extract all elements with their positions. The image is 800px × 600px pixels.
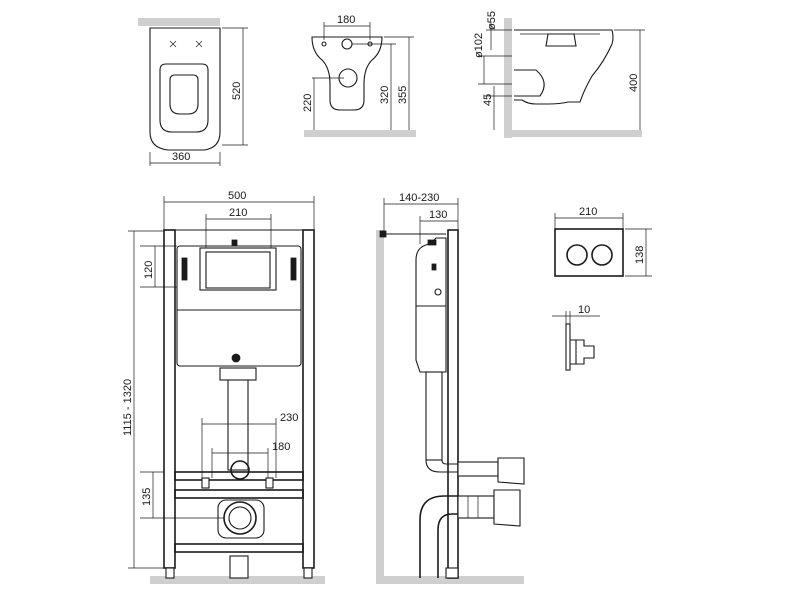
frame-upright-left <box>163 229 176 569</box>
side-drain-elbow <box>419 495 458 578</box>
dim-side-130: 130 <box>429 209 447 221</box>
bowl-front-view: 180 220 320 355 <box>302 14 416 137</box>
crossbar-upper <box>174 471 304 481</box>
cistern <box>176 245 302 367</box>
bowl-side-view: ø55 ø102 45 400 <box>473 11 645 138</box>
floor-hatch <box>304 130 416 137</box>
dim-front-h355: 355 <box>397 86 409 104</box>
dim-side-d102: ø102 <box>473 33 485 58</box>
drain-bracket <box>217 499 265 539</box>
bolt-hole-left <box>321 41 327 47</box>
dim-side-400: 400 <box>628 74 640 92</box>
dim-frame-width: 500 <box>228 190 246 202</box>
fixing-holes <box>169 40 203 48</box>
dim-side-45: 45 <box>482 94 494 106</box>
bolt-right <box>265 477 274 489</box>
dim-side-d55: ø55 <box>486 11 498 30</box>
dim-bowl-length: 520 <box>231 82 243 100</box>
seat-outline <box>159 63 209 133</box>
valve-top <box>231 239 238 247</box>
dim-tank-top: 120 <box>143 261 155 279</box>
flush-inlet <box>341 38 353 50</box>
floor-hatch <box>150 576 325 584</box>
service-opening <box>199 247 277 291</box>
side-flush-pipe <box>425 371 443 461</box>
flush-plate-front: 210 138 <box>554 206 652 277</box>
dim-plate-width: 210 <box>579 206 597 218</box>
flush-plate-side: 10 <box>552 304 600 371</box>
drain-pipe-inner <box>228 506 252 530</box>
bolt-left <box>201 477 210 489</box>
bowl-outline <box>149 27 221 151</box>
frame-upright-right <box>302 229 315 569</box>
dim-bolt-outer: 230 <box>280 412 298 424</box>
dim-side-depth: 140-230 <box>399 192 439 204</box>
dim-front-width: 180 <box>337 14 355 26</box>
dim-front-h220: 220 <box>302 94 314 112</box>
crossbar-lower <box>174 489 304 499</box>
wall-hatch <box>376 230 384 584</box>
flush-connector-side <box>457 461 499 477</box>
dim-tank-width: 210 <box>229 207 247 219</box>
service-opening-inner <box>205 251 271 289</box>
frame-front-view: 500 210 1115 - 1320 120 230 180 135 <box>122 190 325 584</box>
dim-bowl-width: 360 <box>172 151 190 163</box>
floor-hatch <box>504 130 642 137</box>
flush-button-large <box>591 244 613 266</box>
plate-side-profile <box>565 323 571 371</box>
side-cistern <box>415 237 447 373</box>
dim-plate-depth: 10 <box>578 304 590 316</box>
dim-drain-135: 135 <box>141 488 153 506</box>
dim-frame-height: 1115 - 1320 <box>122 379 134 436</box>
foot-right <box>303 567 313 579</box>
wall-hatch <box>138 18 220 26</box>
pipe-collar <box>219 367 257 381</box>
drain-foot <box>229 555 249 579</box>
flush-plate <box>554 228 624 277</box>
wall-hatch <box>504 18 512 138</box>
dim-front-h320: 320 <box>379 86 391 104</box>
bowl-top-view: 360 520 <box>138 18 248 166</box>
flush-button-small <box>566 244 588 266</box>
crossbar-bottom <box>174 543 304 553</box>
dim-bolt-inner: 180 <box>272 441 290 453</box>
bowl-front-outline <box>311 36 383 111</box>
bowl-side-outline <box>514 29 614 105</box>
lid-hinge <box>545 33 577 47</box>
water-inlet <box>231 353 241 363</box>
frame-side-view: 140-230 130 <box>376 192 525 584</box>
side-upright <box>447 229 459 579</box>
outlet-path <box>514 69 545 97</box>
foot-left <box>165 567 175 579</box>
flush-connector <box>230 460 250 480</box>
floor-hatch <box>376 576 524 584</box>
dim-plate-height: 138 <box>634 246 646 264</box>
drain-connector-side <box>457 495 495 519</box>
seat-opening <box>169 74 199 115</box>
